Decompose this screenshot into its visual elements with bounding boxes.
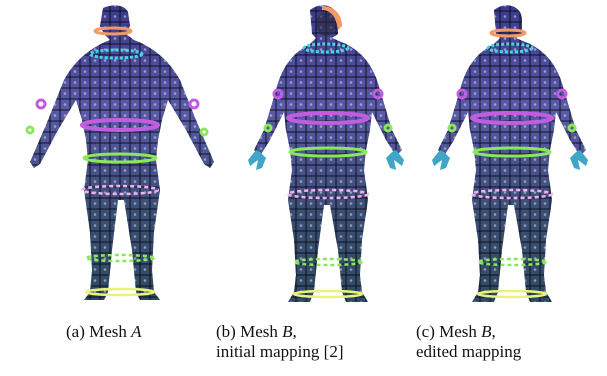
caption-c-prefix: (c) Mesh bbox=[416, 322, 481, 341]
hand-left bbox=[248, 150, 266, 170]
ring-arm-right bbox=[190, 100, 198, 108]
meshes-figure bbox=[0, 0, 607, 320]
caption-b-line2: initial mapping [2] bbox=[216, 342, 343, 362]
caption-a-mesh: A bbox=[131, 322, 141, 341]
caption-b-mesh: B bbox=[282, 322, 292, 341]
caption-b-suffix: , bbox=[293, 322, 297, 341]
caption-a-prefix: (a) Mesh bbox=[66, 322, 131, 341]
mesh-a bbox=[27, 5, 214, 300]
caption-c-suffix: , bbox=[492, 322, 496, 341]
mesh-b-initial bbox=[248, 5, 404, 302]
hand-right bbox=[386, 150, 404, 170]
ring-wrist-left bbox=[27, 127, 33, 133]
caption-b: (b) Mesh B, initial mapping [2] bbox=[216, 322, 343, 362]
caption-a: (a) Mesh A bbox=[66, 322, 142, 342]
mesh-b-edited bbox=[432, 5, 588, 302]
ring-wrist-right bbox=[201, 129, 207, 135]
caption-c-line2: edited mapping bbox=[416, 342, 521, 362]
caption-c-mesh: B bbox=[481, 322, 491, 341]
ring-arm-left bbox=[37, 100, 45, 108]
caption-b-prefix: (b) Mesh bbox=[216, 322, 282, 341]
caption-c: (c) Mesh B, edited mapping bbox=[416, 322, 521, 362]
